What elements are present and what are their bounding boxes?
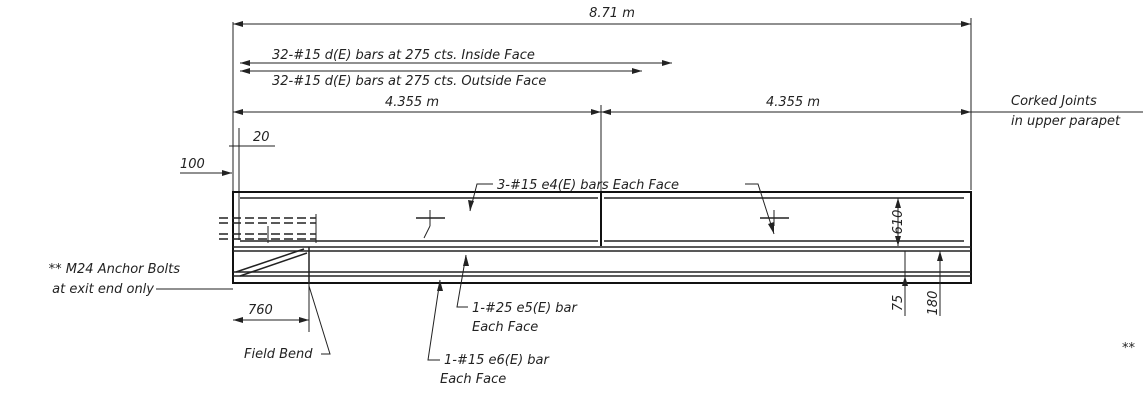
parapet-outline [232,191,972,284]
height-180-label: 180 [926,291,941,316]
bend-length-dimension: 760 [233,283,310,332]
anchor-bolts-line1: ** M24 Anchor Bolts [49,262,181,277]
half-length-right-label: 4.355 m [766,95,820,110]
anchor-bolts-note: ** M24 Anchor Bolts at exit end only [49,262,233,297]
e5-e6-notes: 1-#25 e5(E) bar Each Face 1-#15 e6(E) ba… [427,254,579,387]
anchor-bolts-line2: at exit end only [52,282,154,297]
half-length-left-label: 4.355 m [385,95,439,110]
anchor-bolts [219,214,317,243]
e4-bars-label: 3-#15 e4(E) bars Each Face [497,178,679,193]
height-610-label: 610 [891,210,906,235]
d-bars-inside-label: 32-#15 d(E) bars at 275 cts. Inside Face [272,48,535,63]
height-dimensions: 610 75 180 [891,198,943,316]
overall-length-label: 8.71 m [589,6,635,21]
d-bars-notes: 32-#15 d(E) bars at 275 cts. Inside Face… [240,48,672,89]
bend-length-label: 760 [248,303,273,318]
half-length-dimensions: 4.355 m 4.355 m Corked Joints in upper p… [233,94,1143,192]
height-75-label: 75 [891,295,906,312]
e5-bar-line2: Each Face [472,320,538,335]
e6-bar-line1: 1-#15 e6(E) bar [444,353,551,368]
e6-bar-line2: Each Face [440,372,506,387]
corked-joints-line2: in upper parapet [1011,114,1121,129]
double-star-mark: ** [1122,341,1136,356]
offset-20-label: 20 [253,130,270,145]
offset-dimensions: 20 100 [180,128,275,240]
d-bars-outside-label: 32-#15 d(E) bars at 275 cts. Outside Fac… [272,74,546,89]
offset-100-label: 100 [180,157,205,172]
corked-joints-line1: Corked Joints [1011,94,1097,109]
e4-bars-leader: 3-#15 e4(E) bars Each Face [423,178,775,239]
field-bend-label: Field Bend [244,347,313,362]
field-bend-note: Field Bend [244,285,331,362]
e5-bar-line1: 1-#25 e5(E) bar [472,301,579,316]
